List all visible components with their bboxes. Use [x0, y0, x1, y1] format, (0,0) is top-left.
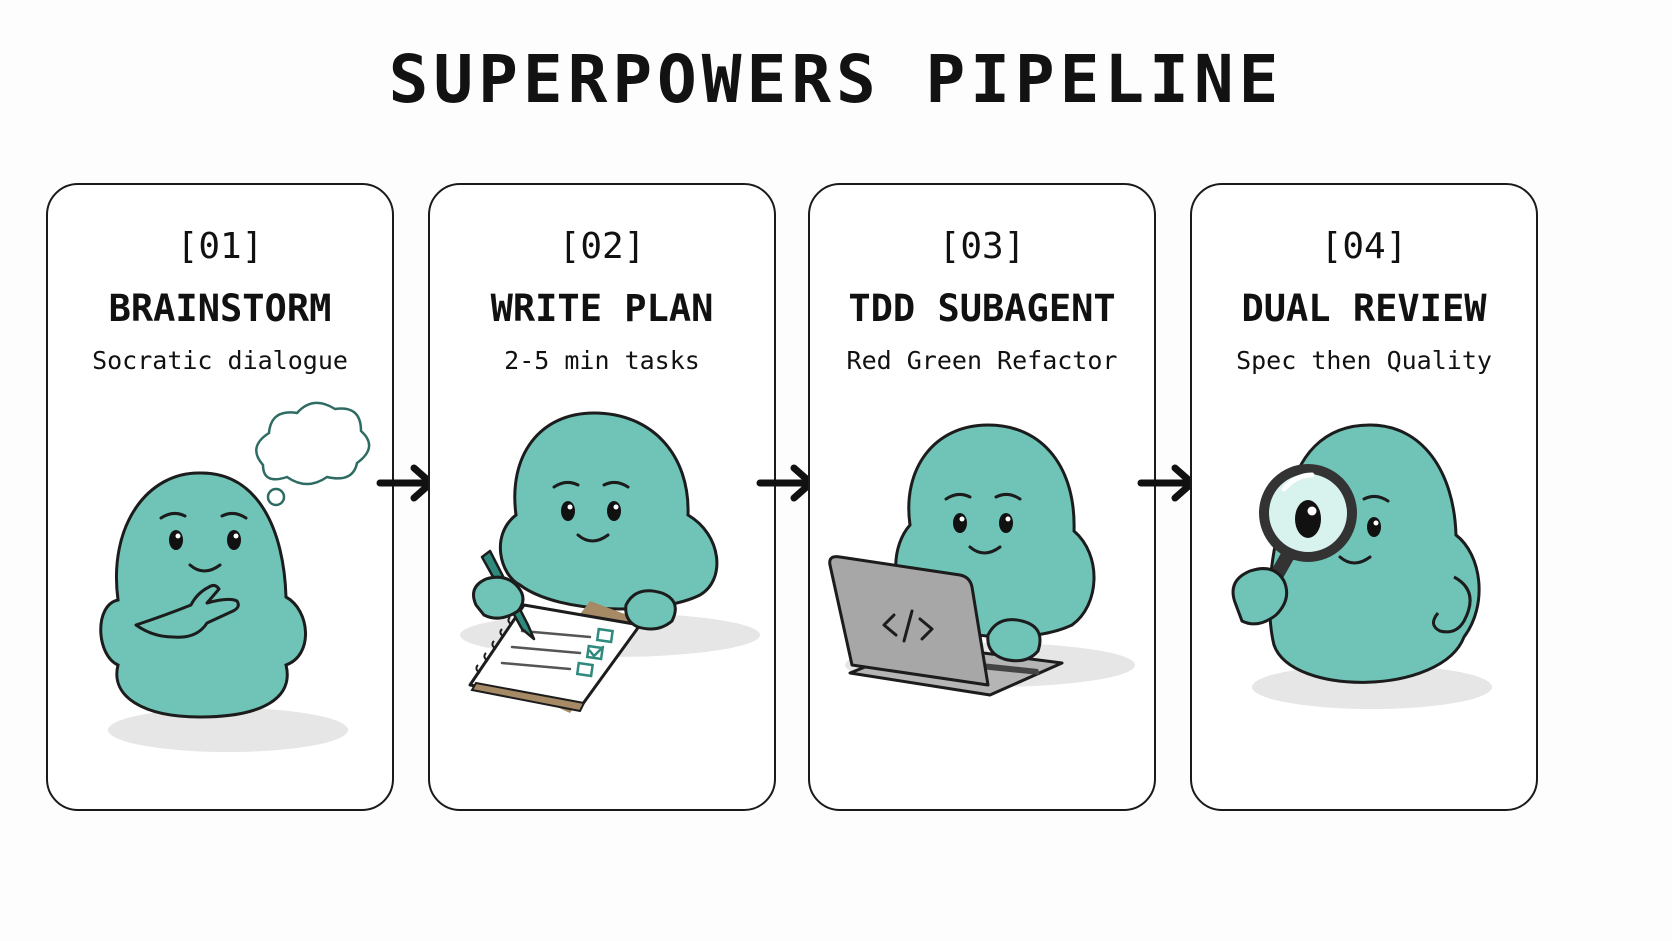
step-card-brainstorm: [01] BRAINSTORM Socratic dialogue	[46, 183, 394, 811]
magnifying-glass-icon	[1247, 464, 1357, 622]
brainstorm-character-illustration	[99, 401, 371, 752]
step-card-dual-review: [04] DUAL REVIEW Spec then Quality	[1190, 183, 1538, 811]
step-subtitle: Socratic dialogue	[92, 346, 348, 375]
step-subtitle: 2-5 min tasks	[504, 346, 700, 375]
step-name: TDD SUBAGENT	[848, 287, 1116, 330]
diagram-title: SUPERPOWERS PIPELINE	[388, 41, 1284, 118]
step-card-tdd-subagent: [03] TDD SUBAGENT Red Green Refactor	[808, 183, 1156, 811]
step-number: [01]	[176, 226, 264, 267]
step-name: DUAL REVIEW	[1241, 287, 1487, 330]
laptop-code-icon	[828, 555, 1064, 697]
thought-bubble-icon	[255, 401, 371, 524]
step-subtitle: Spec then Quality	[1236, 346, 1492, 375]
step-name: BRAINSTORM	[108, 287, 332, 330]
notebook-checklist-icon	[468, 601, 642, 713]
step-subtitle: Red Green Refactor	[846, 346, 1118, 375]
tdd-subagent-character-illustration	[828, 423, 1135, 697]
step-card-write-plan: [02] WRITE PLAN 2-5 min tasks	[428, 183, 776, 811]
step-number: [02]	[558, 226, 646, 267]
step-number: [03]	[938, 226, 1026, 267]
step-number: [04]	[1320, 226, 1408, 267]
dual-review-character-illustration	[1231, 423, 1492, 709]
step-name: WRITE PLAN	[490, 287, 714, 330]
write-plan-character-illustration	[460, 411, 760, 713]
